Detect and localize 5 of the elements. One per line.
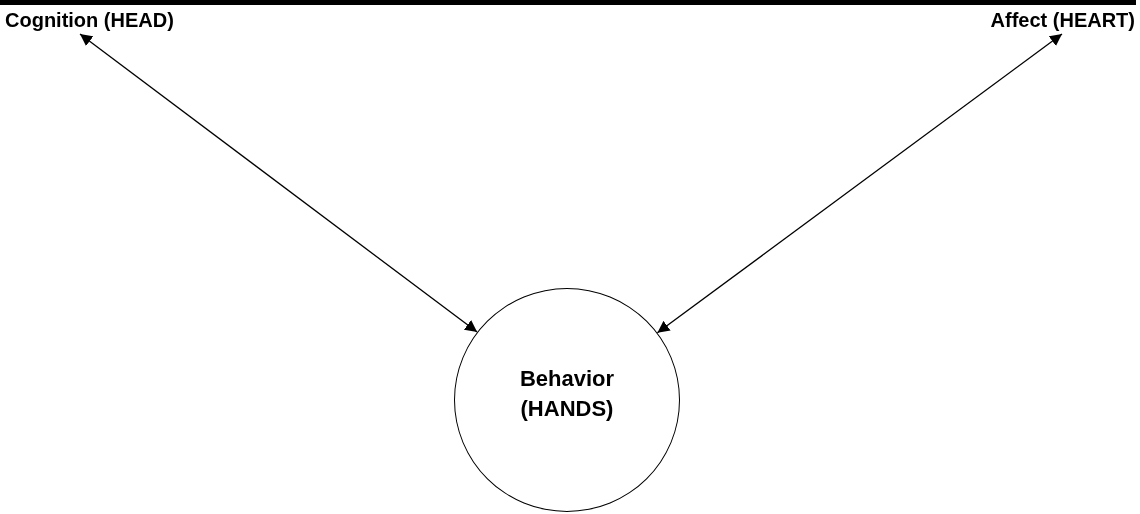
node-label: Affect (HEART) bbox=[935, 8, 1135, 32]
node-label: Behavior (HANDS) bbox=[518, 365, 616, 423]
double-arrow bbox=[79, 33, 478, 333]
double-arrow bbox=[656, 33, 1063, 334]
node-label: Cognition (HEAD) bbox=[5, 8, 205, 32]
